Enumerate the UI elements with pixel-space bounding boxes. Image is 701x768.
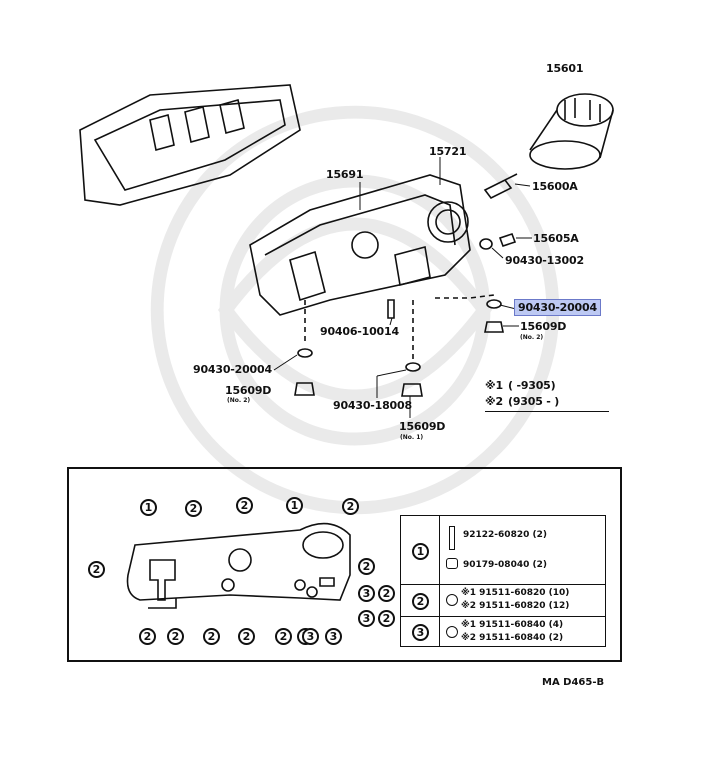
figure-reference: MA D465-B xyxy=(542,677,605,688)
callout-2[interactable]: 2 xyxy=(342,498,359,515)
part-label-90430-18008[interactable]: 90430-18008 xyxy=(333,399,412,412)
part-note-15609D-bottom: (No. 1) xyxy=(400,434,424,441)
callout-2[interactable]: 2 xyxy=(203,628,220,645)
callout-1[interactable]: 1 xyxy=(140,499,157,516)
oil-filter-drawing xyxy=(529,93,614,170)
note-1-label: ※1 xyxy=(485,379,503,392)
bolt-layout-frame xyxy=(67,467,622,662)
gasket-plan-drawing xyxy=(126,522,351,609)
callout-2[interactable]: 2 xyxy=(185,500,202,517)
callout-2[interactable]: 2 xyxy=(238,628,255,645)
part-label-15721[interactable]: 15721 xyxy=(429,145,467,158)
part-note-15609D-left: (No. 2) xyxy=(227,397,251,404)
bolt-head-icon xyxy=(446,626,458,638)
bolt-icon xyxy=(449,526,455,550)
intake-manifold-drawing xyxy=(79,84,301,206)
table-callout-1[interactable]: 1 xyxy=(412,543,429,560)
table-callout-3[interactable]: 3 xyxy=(412,624,429,641)
callout-2[interactable]: 2 xyxy=(378,585,395,602)
part-label-15605A[interactable]: 15605A xyxy=(533,232,579,245)
callout-2[interactable]: 2 xyxy=(88,561,105,578)
part-label-90430-20004-highlighted[interactable]: 90430-20004 xyxy=(514,299,601,316)
callout-2[interactable]: 2 xyxy=(275,628,292,645)
callout-2[interactable]: 2 xyxy=(167,628,184,645)
bolt-table: 1 92122-60820 (2) 90179-08040 (2) 2 ※1 9… xyxy=(400,515,606,647)
callout-2[interactable]: 2 xyxy=(358,558,375,575)
bolt-table-row1-part-b[interactable]: 90179-08040 (2) xyxy=(463,560,547,570)
callout-2[interactable]: 2 xyxy=(139,628,156,645)
table-callout-2[interactable]: 2 xyxy=(412,593,429,610)
note-2-range: (9305 - ) xyxy=(508,395,560,408)
callout-3[interactable]: 3 xyxy=(325,628,342,645)
part-label-15609D-right[interactable]: 15609D xyxy=(520,320,567,333)
bolt-table-row-divider xyxy=(401,584,605,585)
part-label-15691[interactable]: 15691 xyxy=(326,168,364,181)
callout-3[interactable]: 3 xyxy=(358,610,375,627)
part-note-15609D-right: (No. 2) xyxy=(520,334,544,341)
bolt-table-row3-part-a[interactable]: ※1 91511-60840 (4) xyxy=(461,620,564,630)
callout-1[interactable]: 1 xyxy=(286,497,303,514)
bolt-table-row2-part-a[interactable]: ※1 91511-60820 (10) xyxy=(461,588,570,598)
part-label-15600A[interactable]: 15600A xyxy=(532,180,578,193)
callout-3[interactable]: 3 xyxy=(302,628,319,645)
callout-2[interactable]: 2 xyxy=(236,497,253,514)
note-1-range: ( -9305) xyxy=(508,379,556,392)
part-label-15601[interactable]: 15601 xyxy=(546,62,584,75)
bolt-table-row-divider xyxy=(401,616,605,617)
part-label-90430-20004-left[interactable]: 90430-20004 xyxy=(193,363,272,376)
part-label-90406-10014[interactable]: 90406-10014 xyxy=(320,325,399,338)
bolt-table-row2-part-b[interactable]: ※2 91511-60820 (12) xyxy=(461,601,570,611)
callout-2[interactable]: 2 xyxy=(378,610,395,627)
bolt-table-divider xyxy=(439,516,440,646)
nut-icon xyxy=(446,558,458,569)
part-label-90430-13002[interactable]: 90430-13002 xyxy=(505,254,584,267)
bolt-head-icon xyxy=(446,594,458,606)
part-label-15609D-bottom[interactable]: 15609D xyxy=(399,420,446,433)
oil-cooler-drawing xyxy=(249,174,471,316)
callout-3[interactable]: 3 xyxy=(358,585,375,602)
note-2-label: ※2 xyxy=(485,395,503,408)
part-label-15609D-left[interactable]: 15609D xyxy=(225,384,272,397)
bolt-table-row1-part-a[interactable]: 92122-60820 (2) xyxy=(463,530,547,540)
note-underline xyxy=(485,411,609,412)
bolt-table-row3-part-b[interactable]: ※2 91511-60840 (2) xyxy=(461,633,564,643)
